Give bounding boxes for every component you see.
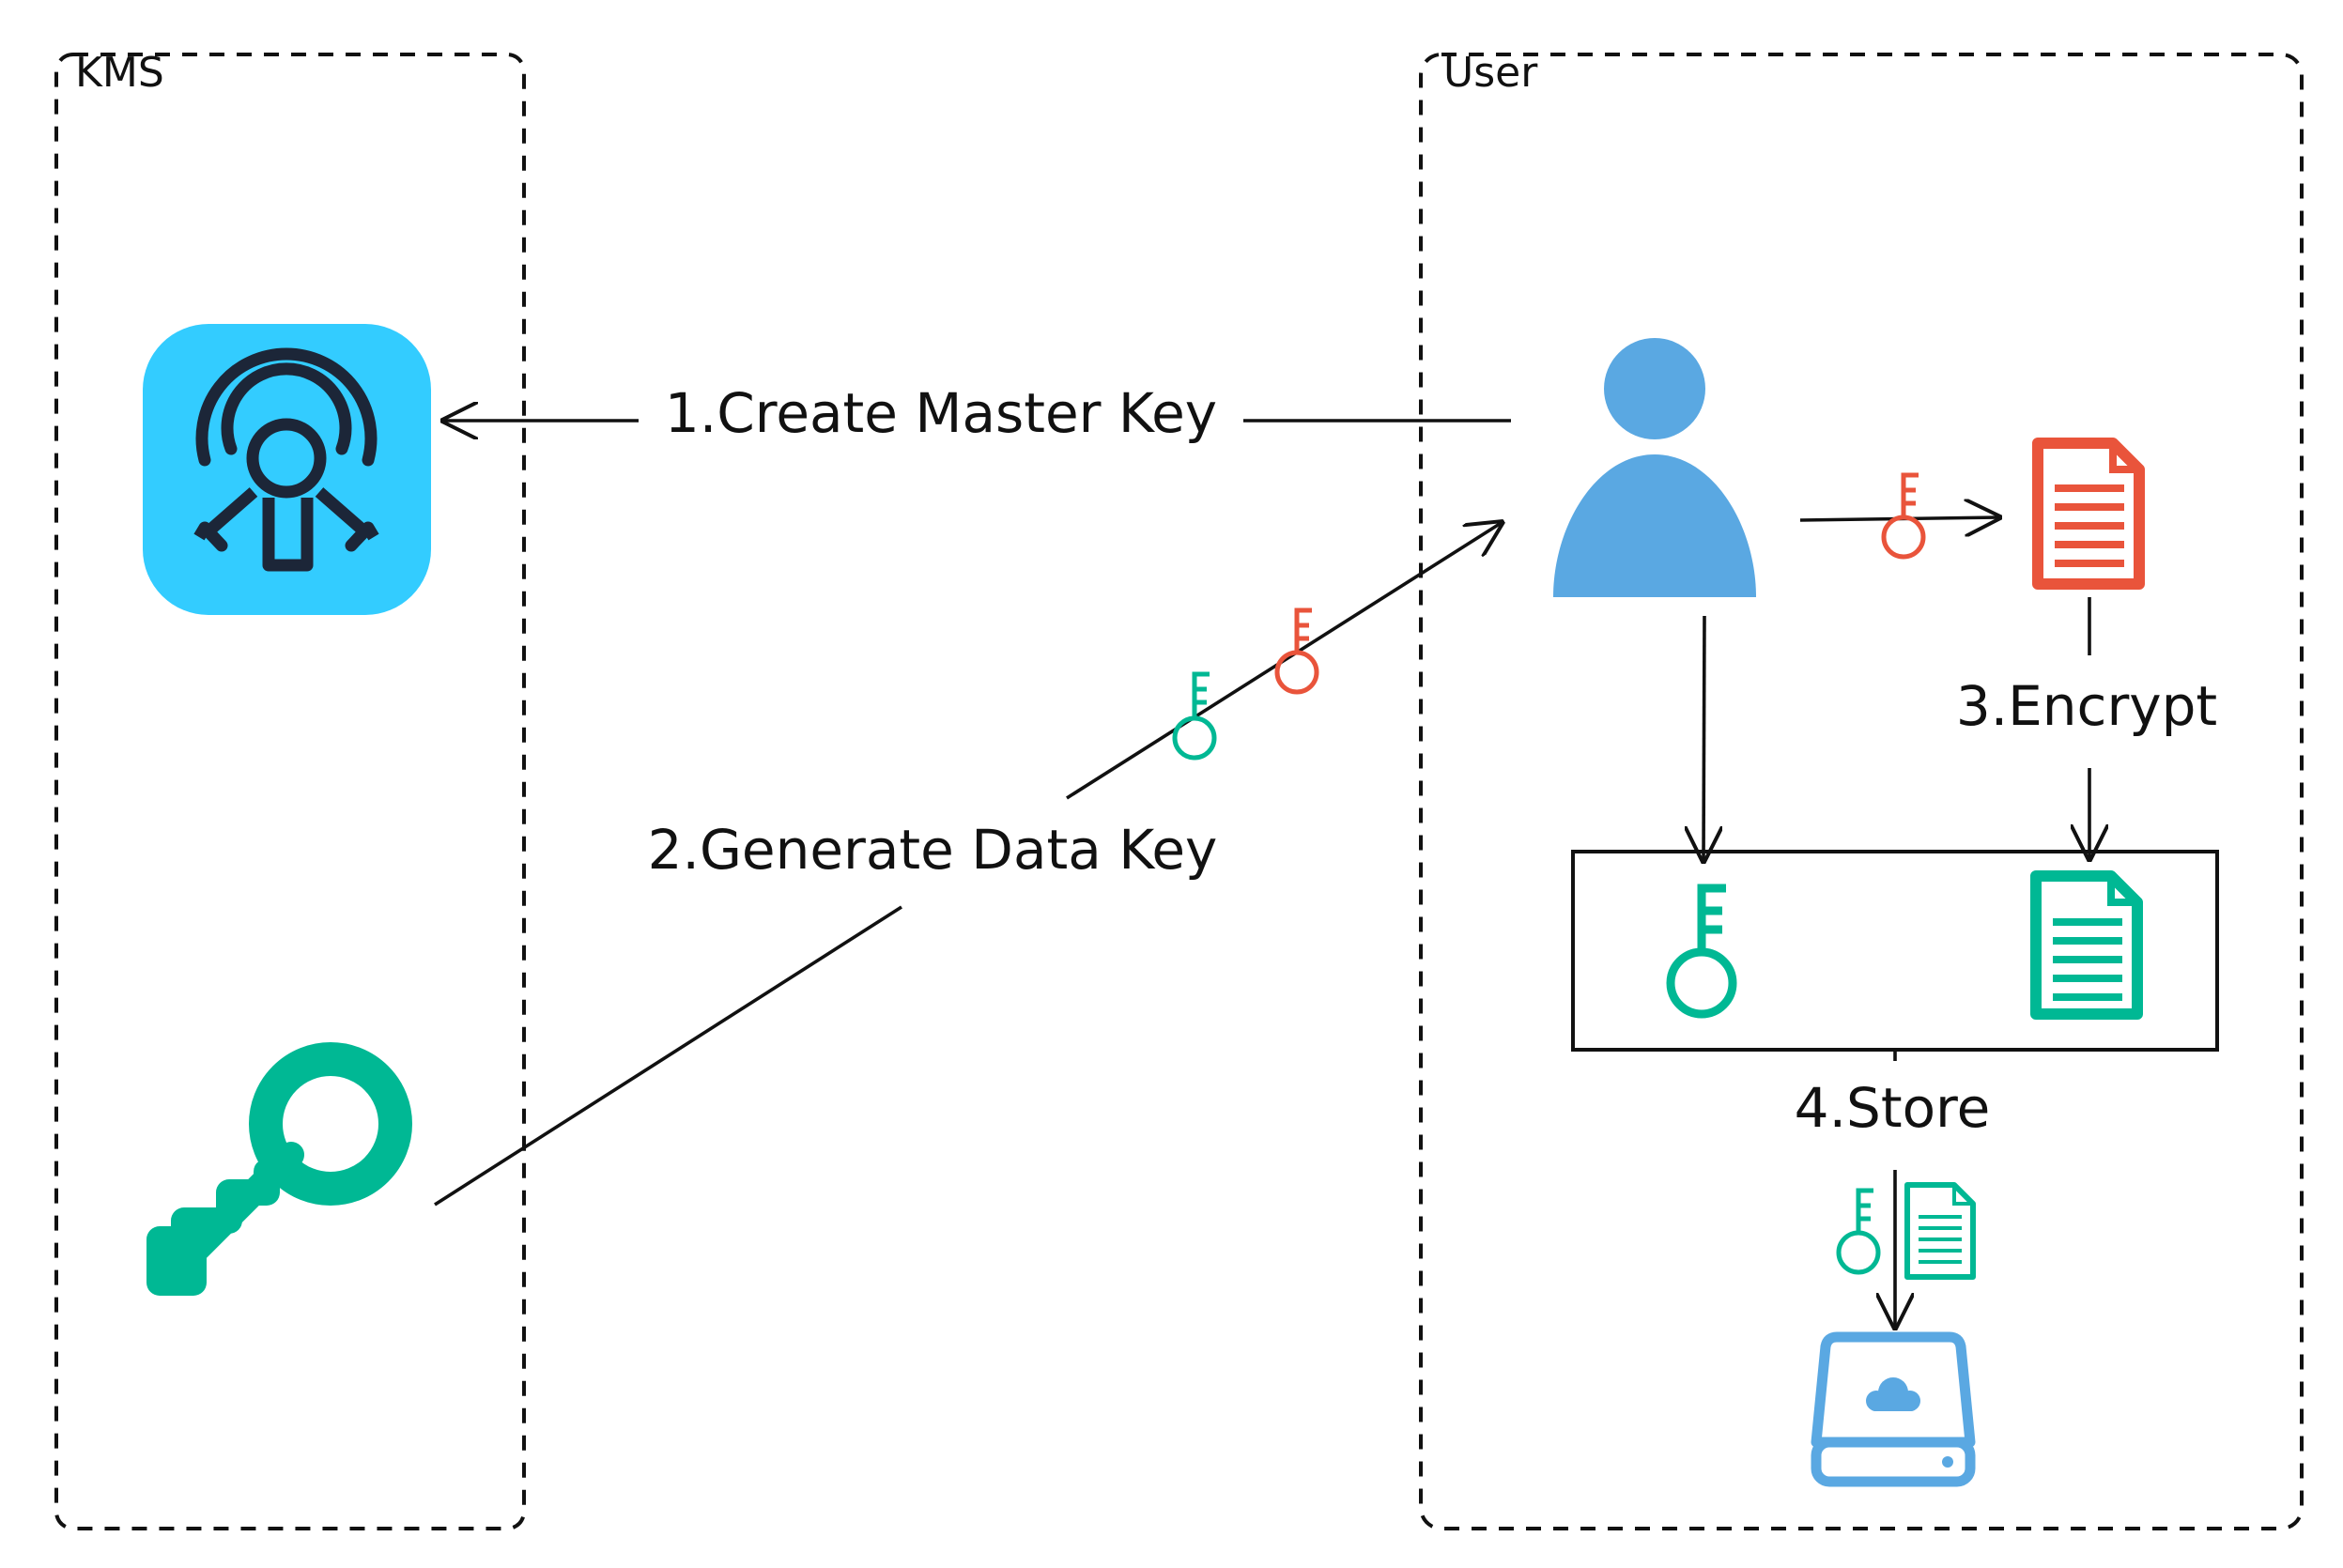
bundle-data-key-icon [1666,884,1737,1019]
user-group: User [1419,49,2304,1530]
generate-data-key-label: 2.Generate Data Key [648,818,1218,882]
user-group-border [1419,53,2304,1530]
encrypted-bundle [1571,850,2219,1052]
encrypted-document-icon [2030,870,2143,1020]
encrypt-edge: 3.Encrypt [1956,597,2217,860]
transit-master-key-icon [1274,607,1319,695]
master-key-small-icon [1881,472,1926,560]
kms-group-label: KMS [75,49,164,97]
user-group-label: User [1443,49,1538,97]
data-key-icon [146,1042,412,1296]
plaintext-document-icon [2032,438,2145,590]
generate-data-key-edge: 2.Generate Data Key [434,522,1503,1207]
cloud-storage-drive-icon [1811,1331,1976,1487]
kms-group: KMS [54,49,526,1530]
create-master-key-label: 1.Create Master Key [665,381,1217,445]
encrypt-label: 3.Encrypt [1956,674,2217,738]
store-edge: 4.Store [1795,1050,1991,1329]
user-to-document-edge [1799,472,2000,560]
create-master-key-edge: 1.Create Master Key [442,381,1511,445]
store-label: 4.Store [1795,1076,1991,1140]
kms-master-key-icon [143,324,431,615]
kms-group-border [54,53,526,1530]
stored-document-icon [1904,1182,1976,1280]
user-icon [1553,338,1756,597]
stored-data-key-icon [1836,1188,1881,1275]
transit-data-key-icon [1172,671,1217,761]
user-to-bundle-edge [1703,615,1704,862]
